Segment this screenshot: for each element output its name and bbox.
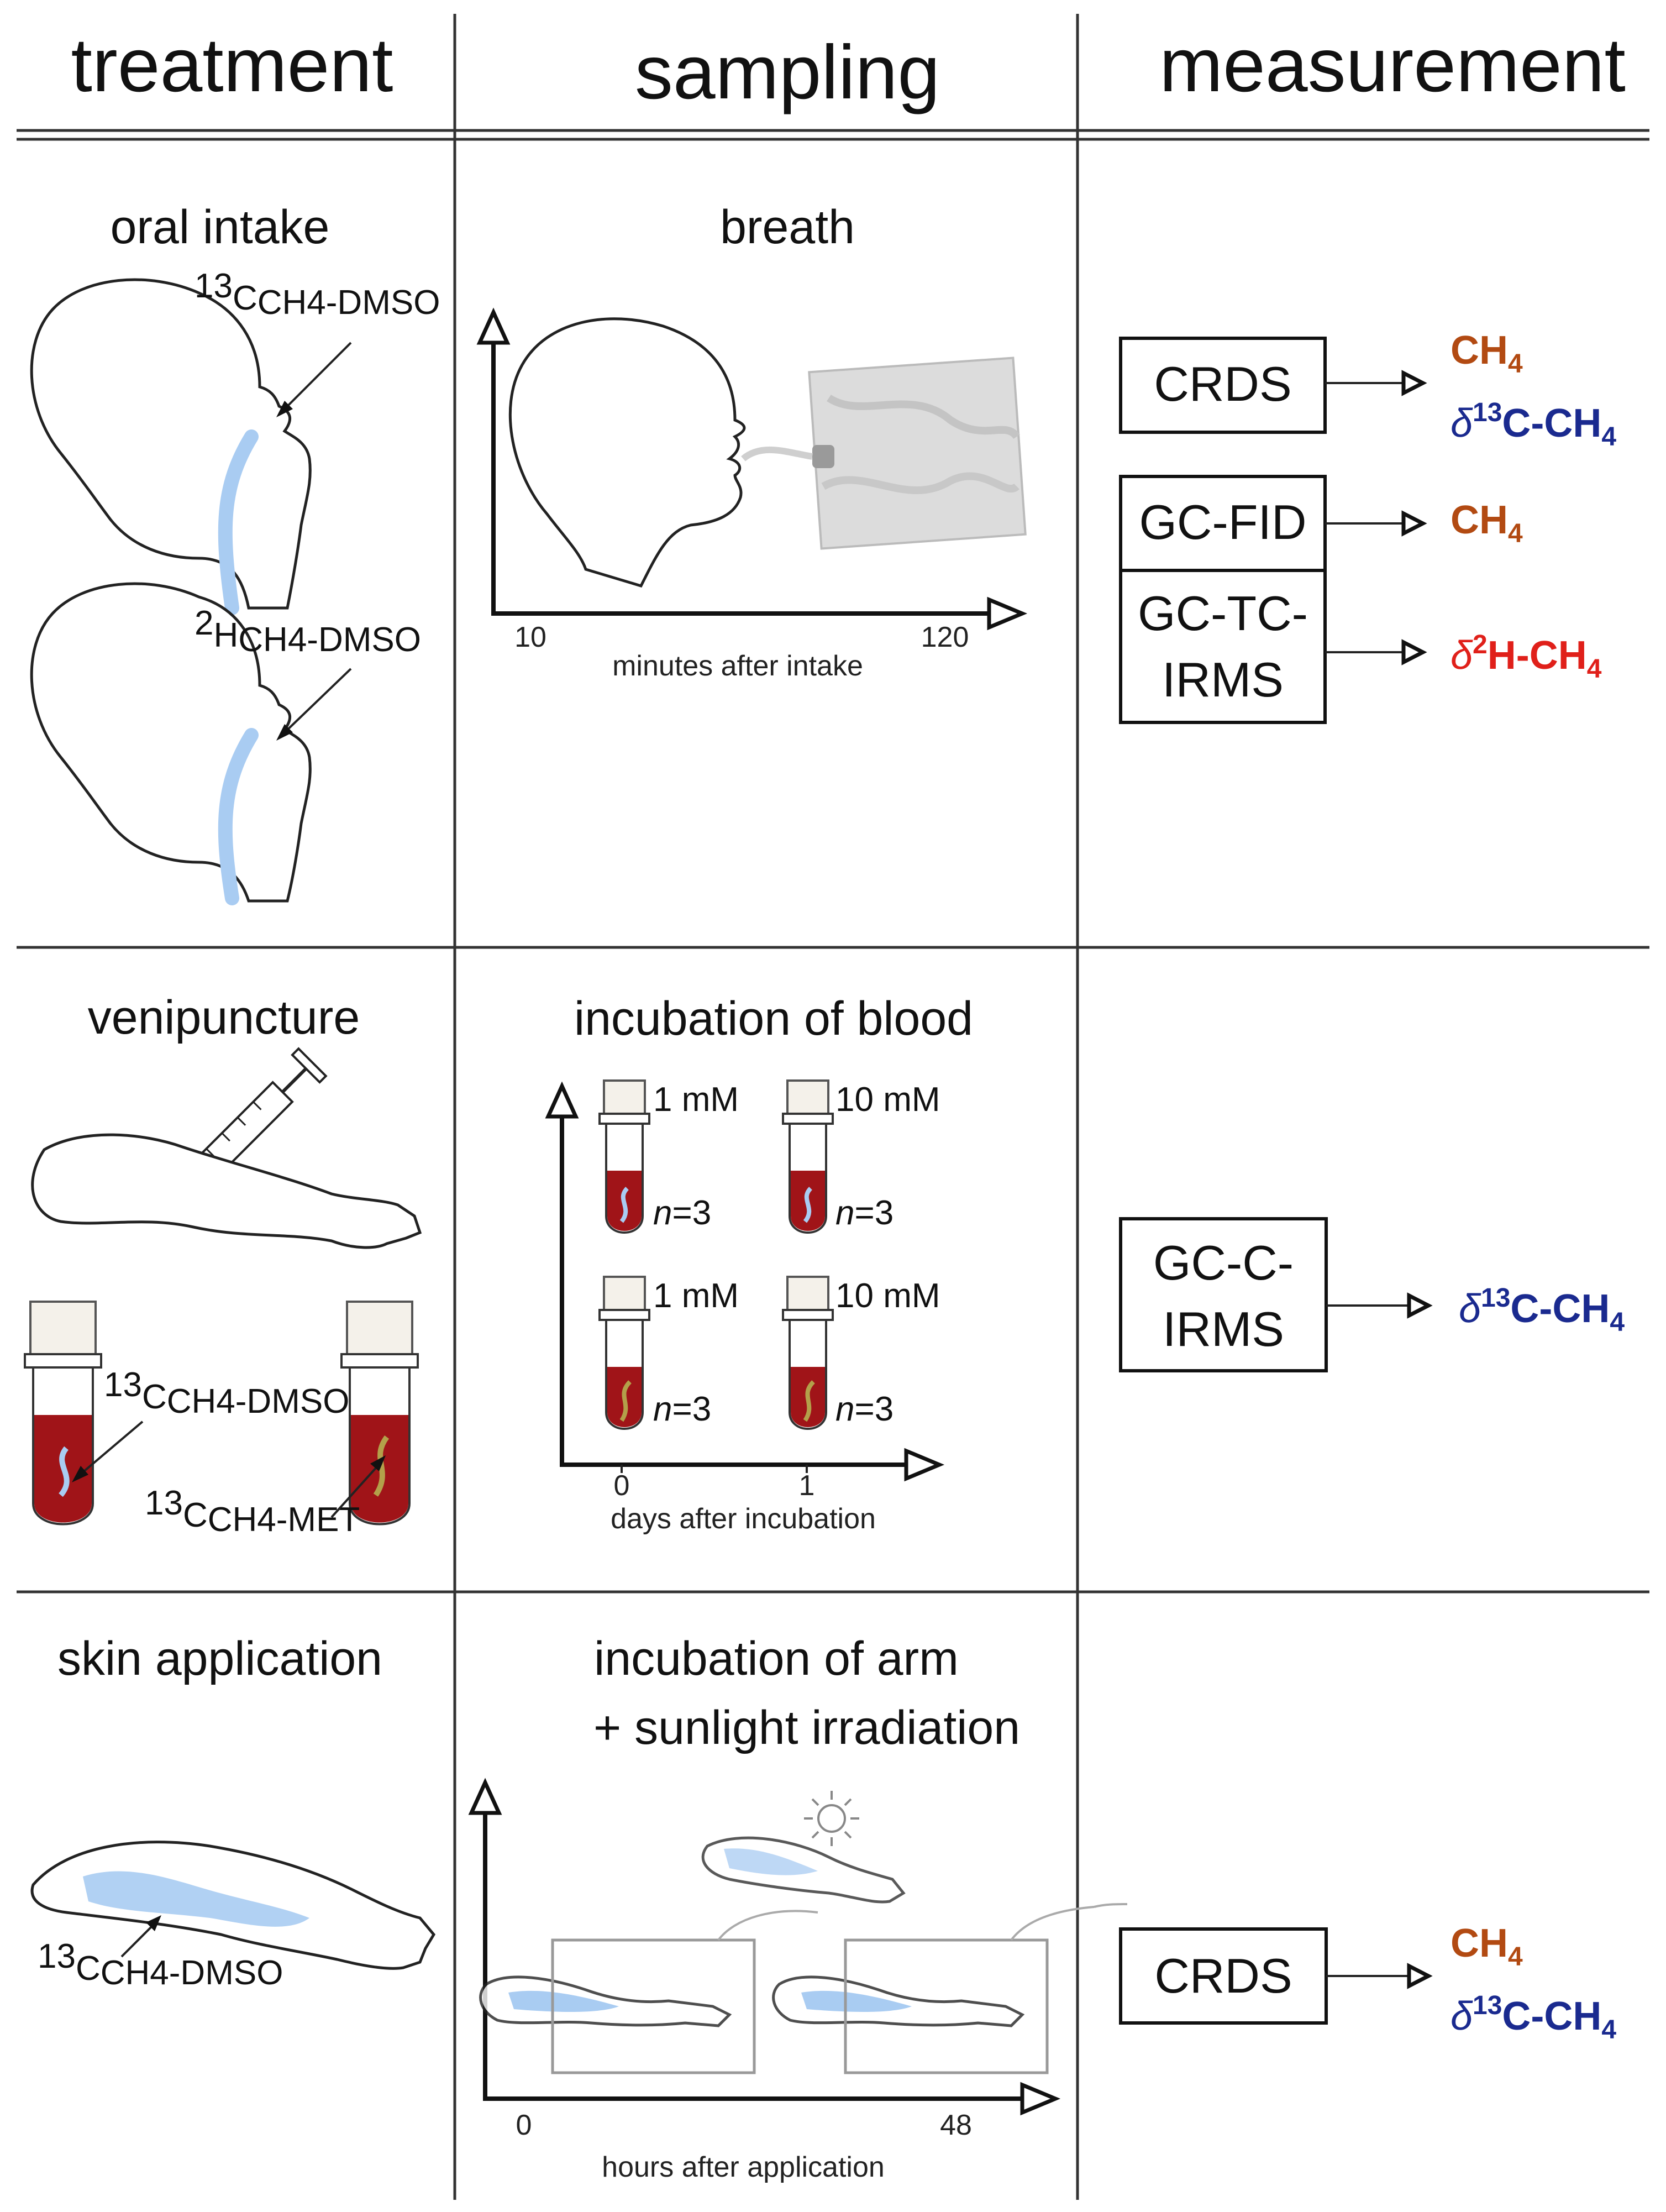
box-crds-2: CRDS <box>1119 1927 1328 2025</box>
result-ch4-1: CH4 <box>1450 328 1523 379</box>
n-1mM-met: n=3 <box>653 1390 711 1428</box>
arm-skin-application <box>30 1841 436 1970</box>
box-gc-tc-irms-line1: GC-TC- <box>1138 586 1308 641</box>
breath-axes <box>476 307 1028 631</box>
header-measurement: measurement <box>1159 23 1626 108</box>
blood-axis-end: 1 <box>799 1470 815 1502</box>
header-treatment: treatment <box>71 23 393 108</box>
arm-x-arrowhead <box>1020 2082 1061 2116</box>
arrowhead-skin <box>146 1915 161 1931</box>
box-gc-fid: GC-FID <box>1119 475 1327 572</box>
arrow-to-mouth-2 <box>281 668 352 736</box>
box-gc-c-irms-line2: IRMS <box>1163 1302 1284 1356</box>
box-gc-tc-irms-line2: IRMS <box>1162 652 1284 707</box>
small-tube-10mM-met <box>782 1276 834 1430</box>
n-1mM-day0: n=3 <box>653 1194 711 1232</box>
tube-left-dmso <box>24 1301 102 1526</box>
result-ch4-3: CH4 <box>1450 1921 1523 1972</box>
sun-icon <box>804 1791 859 1846</box>
small-tube-1mM-day0 <box>598 1079 650 1234</box>
head-profile-2h <box>30 582 312 905</box>
box-gc-c-irms-line1: GC-C- <box>1153 1235 1294 1290</box>
small-tube-10mM-day1 <box>782 1079 834 1234</box>
blood-axis-label: days after incubation <box>611 1503 876 1535</box>
row2-treatment-title: venipuncture <box>88 991 360 1044</box>
result-d2h: δ2H-CH4 <box>1450 630 1602 684</box>
arrowhead-1 <box>276 401 293 417</box>
arrowhead-gc-fid <box>1401 510 1427 537</box>
blood-axis-start: 0 <box>614 1470 630 1502</box>
x-axis-arrowhead <box>987 596 1028 631</box>
arrow-to-mouth-1 <box>281 342 352 413</box>
label-13c-ch4-met-blood: 13CCH4-MET <box>145 1484 360 1539</box>
arm-axis-start: 0 <box>516 2109 532 2141</box>
small-tube-1mM-met <box>598 1276 650 1430</box>
arrowhead-gc-tc-irms <box>1401 639 1427 665</box>
breath-axis-label: minutes after intake <box>612 650 863 682</box>
conc-1mM-met: 1 mM <box>653 1277 739 1315</box>
n-10mM-met: n=3 <box>835 1390 894 1428</box>
blood-x-arrowhead <box>904 1448 945 1482</box>
box-crds-1-label: CRDS <box>1154 357 1291 411</box>
row3-sampling-title-line2: + sunlight irradiation <box>593 1701 1020 1754</box>
arrow-dmso-tube <box>76 1420 144 1478</box>
box-gc-fid-label: GC-FID <box>1139 495 1306 549</box>
breath-sample-bag <box>741 357 1027 550</box>
row3-treatment-title: skin application <box>57 1632 382 1685</box>
box-crds-1: CRDS <box>1119 337 1327 434</box>
arrowhead-2 <box>276 724 293 741</box>
row1-sampling-title: breath <box>720 201 855 254</box>
conc-10mM-day1: 10 mM <box>835 1081 940 1119</box>
arm-chamber-day2 <box>772 1906 1095 2074</box>
breath-axis-end: 120 <box>921 621 969 653</box>
conc-1mM-day0: 1 mM <box>653 1081 739 1119</box>
label-13c-ch4-dmso-blood: 13CCH4-DMSO <box>104 1366 349 1420</box>
result-d13c-2: δ13C-CH4 <box>1459 1283 1625 1337</box>
arm-chamber-day0 <box>479 1910 818 2074</box>
breath-axis-start: 10 <box>514 621 546 653</box>
row1-treatment-title: oral intake <box>111 201 330 254</box>
label-13c-ch4-dmso-skin: 13CCH4-DMSO <box>38 1937 283 1992</box>
row3-sampling-title-line1: incubation of arm <box>594 1632 959 1685</box>
arrowhead-met-tube <box>370 1455 386 1471</box>
arm-outline-venipuncture <box>31 1133 422 1249</box>
arrowhead-dmso-tube <box>72 1466 88 1482</box>
box-crds-2-label: CRDS <box>1154 1948 1292 2003</box>
label-13c-ch4-dmso-oral: 13CCH4-DMSO <box>195 267 440 322</box>
arm-y-arrowhead <box>468 1778 502 1815</box>
arm-sunlit <box>701 1836 906 1904</box>
row2-sampling-title: incubation of blood <box>574 992 973 1045</box>
y-axis-arrowhead <box>476 307 511 345</box>
arm-axis-label: hours after application <box>602 2151 885 2183</box>
arm-axes <box>468 1778 1061 2116</box>
breath-head-profile <box>508 317 746 588</box>
box-gc-tc-irms: GC-TC- IRMS <box>1119 569 1327 724</box>
blood-axes <box>545 1081 945 1482</box>
header-sampling: sampling <box>635 30 940 115</box>
arrowhead-crds-2 <box>1407 1963 1433 1989</box>
label-2h-ch4-dmso-oral: 2HCH4-DMSO <box>195 604 421 659</box>
table-grid <box>17 14 1649 2200</box>
n-10mM-day1: n=3 <box>835 1194 894 1232</box>
arrowhead-gc-c-irms <box>1407 1292 1433 1319</box>
result-d13c-3: δ13C-CH4 <box>1450 1991 1616 2045</box>
arrow-met-tube <box>330 1461 382 1518</box>
arrowhead-crds-1 <box>1401 370 1427 396</box>
result-ch4-gcfid: CH4 <box>1450 498 1523 548</box>
box-gc-c-irms: GC-C- IRMS <box>1119 1217 1328 1372</box>
head-profile-13c <box>30 278 312 615</box>
conc-10mM-met: 10 mM <box>835 1277 940 1315</box>
arm-axis-end: 48 <box>940 2109 972 2141</box>
tube-right-met <box>340 1301 419 1526</box>
blood-y-arrowhead <box>545 1081 579 1119</box>
result-d13c-1: δ13C-CH4 <box>1450 398 1616 452</box>
tube-to-analyzer <box>1094 1903 1128 1908</box>
